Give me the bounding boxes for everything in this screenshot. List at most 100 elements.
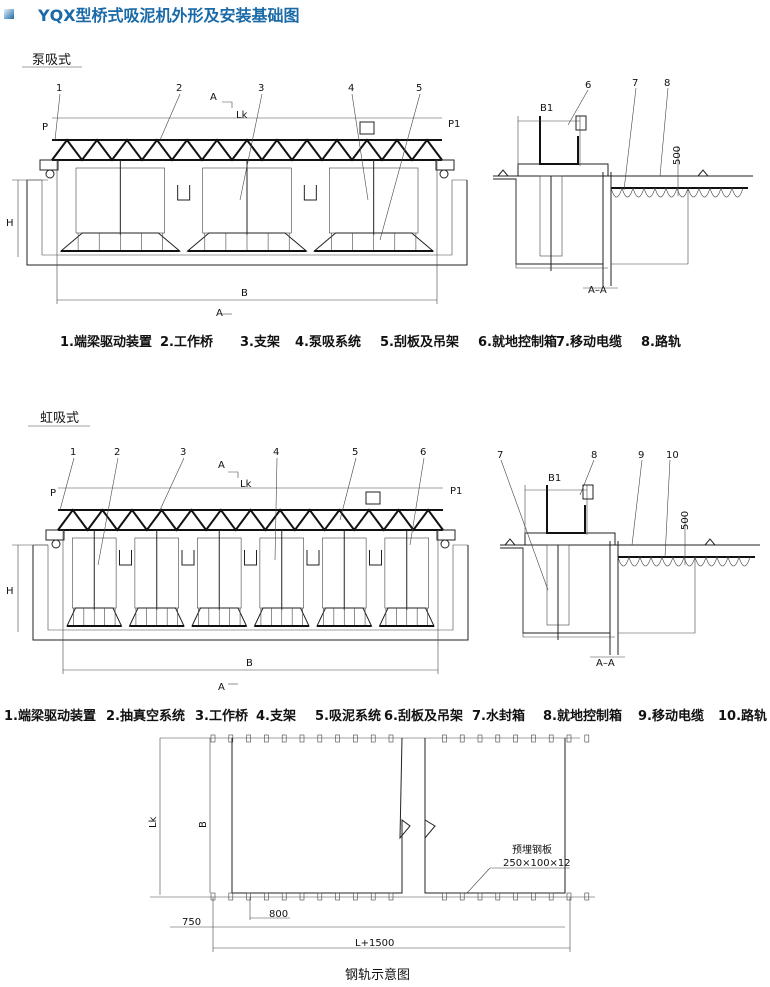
pump-lk: Lk — [236, 110, 248, 121]
rail-bracket — [306, 550, 320, 566]
moving-cable — [610, 186, 744, 198]
rail-layout-drawing — [150, 734, 595, 952]
rail-bracket — [177, 185, 191, 201]
control-box-frame — [546, 485, 586, 534]
pump-aa-callout-7: 7 — [632, 78, 638, 89]
siphon-p: P — [50, 488, 56, 499]
rail-marker — [496, 169, 510, 177]
embedded-plate — [495, 734, 501, 743]
siphon-legend-item: 2.抽真空系统 — [106, 708, 185, 724]
rail-marker — [503, 538, 517, 546]
pump-aa-b1: B1 — [540, 103, 553, 114]
embedded-plate — [584, 892, 590, 901]
tank-outer-wall — [32, 545, 469, 641]
callout-leader — [409, 457, 425, 546]
rail-dim-750: 750 — [182, 917, 201, 928]
tank-wall-left — [500, 547, 610, 634]
embedded-plate — [210, 734, 216, 743]
pump-p1: P1 — [448, 119, 460, 130]
tank-wall-inner — [515, 179, 608, 269]
siphon-callout-5: 5 — [352, 447, 358, 458]
siphon-section-aa — [500, 459, 760, 658]
pump-aa-callout-6: 6 — [585, 80, 591, 91]
pump-b: B — [241, 288, 248, 299]
plate-leader — [466, 867, 491, 894]
rail-plate-size: 250×100×12 — [503, 858, 571, 869]
tank-wall-inner — [522, 548, 615, 638]
embedded-plate — [370, 734, 376, 743]
rail-outline-right — [424, 738, 566, 894]
siphon-a-top: A — [218, 460, 225, 471]
end-beam-left — [45, 529, 65, 541]
rail-bracket — [119, 550, 132, 566]
callout-leader — [274, 457, 278, 561]
callout-leader — [159, 457, 185, 511]
section-mark-top — [222, 101, 233, 108]
callout-leader — [659, 87, 669, 177]
siphon-legend-item: 5.吸泥系统 — [315, 708, 381, 724]
pump-a-bottom: A — [216, 308, 223, 319]
tank-wall-left — [493, 178, 603, 265]
tank-wall-right — [618, 557, 696, 634]
embedded-plate — [246, 892, 251, 901]
siphon-section-title: 虹吸式 — [40, 411, 79, 426]
embedded-plate — [264, 734, 269, 743]
pump-legend-item: 1.端梁驱动装置 — [60, 334, 152, 350]
control-box — [359, 121, 375, 135]
pump-legend-item: 2.工作桥 — [160, 334, 214, 350]
carriage-beam — [524, 532, 616, 546]
embedded-plate — [246, 734, 251, 743]
local-control-box — [582, 484, 594, 500]
title-bullet-icon — [4, 9, 14, 19]
embedded-plate — [281, 734, 287, 743]
siphon-callout-1: 1 — [70, 447, 76, 458]
siphon-aa-callout-9: 9 — [638, 450, 644, 461]
siphon-a-bottom: A — [218, 682, 225, 693]
rail-bracket — [244, 550, 257, 566]
pump-legend-item: 4.泵吸系统 — [295, 334, 361, 350]
callout-leader — [239, 93, 263, 201]
rail-b: B — [198, 821, 209, 828]
embedded-plate — [459, 892, 465, 901]
siphon-callout-6: 6 — [420, 447, 426, 458]
embedded-plate — [353, 734, 358, 743]
page-title: YQX型桥式吸泥机外形及安装基础图 — [37, 6, 300, 25]
embedded-plate — [531, 734, 536, 743]
callout-leader — [59, 457, 75, 511]
tank-outer-wall — [26, 180, 468, 266]
callout-leader — [159, 93, 181, 141]
embedded-plate — [317, 892, 323, 901]
siphon-elevation-drawing — [12, 457, 469, 685]
embedded-plate — [299, 892, 305, 901]
moving-cable — [617, 555, 751, 567]
embedded-plate — [459, 734, 465, 743]
siphon-aa-b1: B1 — [548, 473, 561, 484]
callout-leader — [567, 89, 589, 126]
siphon-lk: Lk — [240, 479, 252, 490]
siphon-aa-caption: A–A — [596, 658, 615, 669]
siphon-aa-callout-8: 8 — [591, 450, 597, 461]
embedded-plate — [548, 734, 554, 743]
embedded-plate — [513, 734, 518, 743]
siphon-aa-callout-7: 7 — [497, 450, 503, 461]
siphon-callout-4: 4 — [273, 447, 279, 458]
rail-caption: 钢轨示意图 — [345, 967, 410, 983]
siphon-legend-item: 6.刮板及吊架 — [384, 708, 463, 724]
embedded-plate — [513, 892, 518, 901]
rail-bracket — [303, 185, 317, 201]
callout-leader — [579, 459, 595, 496]
embedded-plate — [299, 734, 305, 743]
rail-plate-label: 预埋钢板 — [512, 843, 552, 856]
pump-aa-callout-8: 8 — [664, 78, 670, 89]
bridge-truss-web — [51, 138, 443, 162]
callout-leader — [623, 87, 637, 191]
embedded-plate — [548, 892, 554, 901]
embedded-plate — [388, 892, 394, 901]
pump-aa-caption: A–A — [588, 285, 607, 296]
pump-callout-3: 3 — [258, 83, 264, 94]
pump-legend: 1.端梁驱动装置 2.工作桥 3.支架 4.泵吸系统 5.刮板及吊架 6.就地控… — [60, 334, 681, 350]
embedded-plate — [584, 734, 590, 743]
pump-section-title: 泵吸式 — [32, 53, 71, 68]
pump-callout-2: 2 — [176, 83, 182, 94]
